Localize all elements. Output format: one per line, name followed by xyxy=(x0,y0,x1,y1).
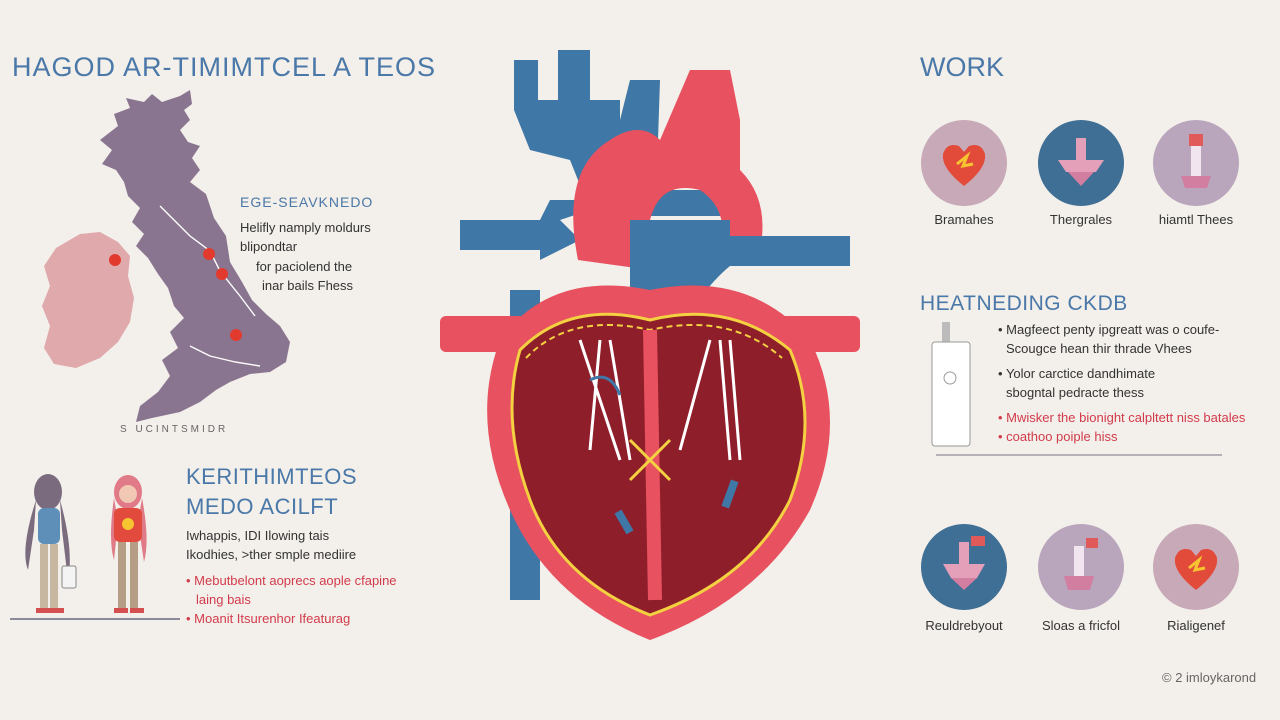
bullet-text: Yolor carctice dandhimate xyxy=(1005,366,1156,381)
bag-icon xyxy=(61,565,77,589)
bullet-item: • Yolor carctice dandhimate xyxy=(998,366,1156,381)
heart-illustration xyxy=(440,50,860,640)
red-bullet-item: • Mwisker the bionight calpltett niss ba… xyxy=(998,410,1246,425)
device-icon xyxy=(1181,134,1211,188)
work-item-label: Sloas a fricfol xyxy=(1041,618,1121,633)
location-marker xyxy=(109,254,121,266)
section-line: Iwhappis, IDI Ilowing tais xyxy=(186,528,330,543)
divider-line xyxy=(936,454,1222,456)
map-side-line: for paciolend the xyxy=(256,259,353,274)
section-heading: KERITHIMTEOS xyxy=(186,464,358,489)
person-hair xyxy=(34,474,62,510)
device-icon xyxy=(1064,538,1098,590)
person-legs xyxy=(118,542,126,608)
heart-icon xyxy=(1174,549,1218,590)
work-item-label: Bramahes xyxy=(934,212,994,227)
work-title: WORK xyxy=(920,52,1004,82)
copyright-text: © 2 imloykarond xyxy=(1162,670,1257,685)
map-side-line: Helifly namply moldurs xyxy=(240,220,371,235)
work-item-valve[interactable] xyxy=(1038,120,1124,206)
bullet-item: • Magfeect penty ipgreatt was o coufe- xyxy=(998,322,1220,337)
work-item-label: Rialigenef xyxy=(1167,618,1225,633)
bullet-continuation: Scougce hean thir thrade Vhees xyxy=(1006,341,1192,356)
bullet-continuation: sbogntal pedracte thess xyxy=(1006,385,1145,400)
red-bullet-text: coathoo poiple hiss xyxy=(1006,429,1118,444)
red-bullet-text: Mebutbelont aoprecs aople cfapine xyxy=(194,573,397,588)
valve-icon xyxy=(1058,138,1104,186)
red-bullet-text: Moanit Itsurenhor Ifeaturag xyxy=(194,611,351,626)
work-item-valve[interactable] xyxy=(921,524,1007,610)
britain-shape xyxy=(100,90,290,422)
work-item-heart[interactable] xyxy=(921,120,1007,206)
ireland-shape xyxy=(42,232,134,368)
map-side-heading: EGE-SEAVKNEDO xyxy=(240,194,374,210)
map-side-line: blipondtar xyxy=(240,239,298,254)
work-item-label: Reuldrebyout xyxy=(925,618,1003,633)
work-item-label: Thergrales xyxy=(1049,212,1113,227)
red-bullet-continuation: laing bais xyxy=(196,592,251,607)
section-line: Ikodhies, >ther smple mediire xyxy=(186,547,357,562)
red-bullet-item: • coathoo poiple hiss xyxy=(998,429,1118,444)
pulmonary-trunk xyxy=(630,220,850,370)
syringe-icon xyxy=(931,322,971,447)
bullet-text: Magfeect penty ipgreatt was o coufe- xyxy=(1006,322,1220,337)
septum xyxy=(643,329,662,601)
route-line xyxy=(189,345,261,367)
red-bullet-text: Mwisker the bionight calpltett niss bata… xyxy=(1006,410,1246,425)
people-illustration xyxy=(25,474,147,613)
work-item-device[interactable] xyxy=(1153,120,1239,206)
red-bullet-item: • Moanit Itsurenhor Ifeaturag xyxy=(186,611,351,626)
route-line xyxy=(159,205,256,317)
heart-section-heading: HEATNEDING CKDB xyxy=(920,292,1128,315)
aorta xyxy=(573,70,763,270)
work-item-heart[interactable] xyxy=(1153,524,1239,610)
valve-icon xyxy=(943,536,985,590)
location-marker xyxy=(216,268,228,280)
heart-icon xyxy=(942,145,986,186)
work-item-label: hiamtl Thees xyxy=(1158,212,1234,227)
map-caption: S UCINTSMIDR xyxy=(120,424,229,435)
map-side-line: inar bails Fhess xyxy=(262,278,354,293)
location-marker xyxy=(203,248,215,260)
page-title: HAGOD AR-TIMIMTCEL A TEOS xyxy=(12,52,437,82)
section-subheading: MEDO ACILFT xyxy=(186,494,339,519)
location-marker xyxy=(230,329,242,341)
red-bullet-item: • Mebutbelont aoprecs aople cfapine xyxy=(186,573,397,588)
person-legs xyxy=(40,544,48,608)
work-item-device[interactable] xyxy=(1038,524,1124,610)
person-torso xyxy=(38,508,60,544)
ground-line xyxy=(10,618,180,620)
uk-map xyxy=(42,90,290,422)
